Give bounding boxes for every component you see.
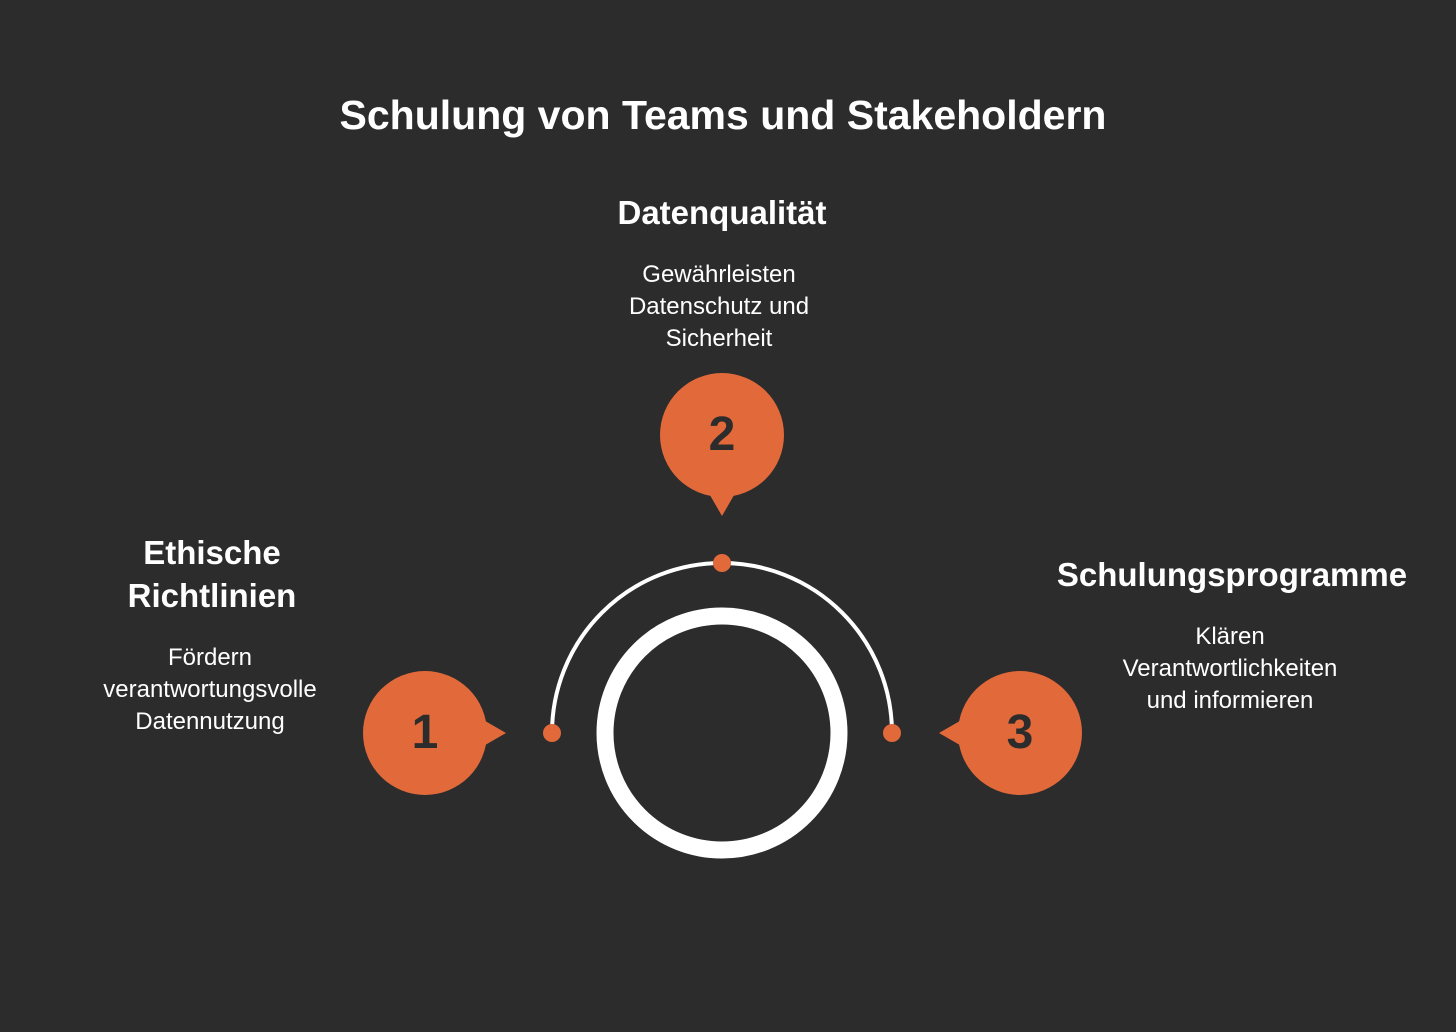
step-title-1: Ethische Richtlinien [62, 531, 362, 617]
arc-dot-3 [883, 724, 901, 742]
step-desc-1-line-1: Fördern [167, 644, 253, 671]
center-ring [596, 607, 848, 859]
step-desc-3: Klären Verantwortlichkeiten und informie… [1080, 621, 1380, 717]
step-marker-3 [939, 671, 1082, 795]
step-desc-3-line-3: und informieren [1146, 687, 1314, 714]
step-number-1: 1 [411, 706, 439, 759]
arc-dot-2 [713, 554, 731, 572]
arc-dot-1 [543, 724, 561, 742]
step-number-2: 2 [708, 408, 736, 461]
step-marker-1 [363, 671, 506, 795]
step-desc-2: Gewährleisten Datenschutz und Sicherheit [569, 259, 869, 355]
step-desc-3-line-2: Verantwortlichkeiten [1122, 655, 1338, 682]
step-desc-3-line-1: Klären [1195, 623, 1265, 650]
step-desc-2-line-2: Datenschutz und [628, 293, 810, 320]
step-title-1-line-1: Ethische [143, 534, 281, 571]
step-desc-1: Fördern verantwortungsvolle Datennutzung [60, 642, 360, 738]
diagram-title: Schulung von Teams und Stakeholdern [339, 92, 1107, 138]
step-title-3-line-1: Schulungsprogramme [1056, 556, 1408, 593]
step-title-2-line-1: Datenqualität [617, 194, 827, 231]
step-desc-1-line-3: Datennutzung [135, 708, 285, 735]
step-title-3: Schulungsprogramme [1022, 553, 1442, 596]
step-desc-2-line-1: Gewährleisten [642, 261, 796, 288]
step-marker-2 [660, 373, 784, 516]
step-desc-2-line-3: Sicherheit [665, 325, 773, 352]
step-title-2: Datenqualität [572, 191, 872, 234]
step-number-3: 3 [1006, 706, 1034, 759]
step-desc-1-line-2: verantwortungsvolle [103, 676, 317, 703]
step-title-1-line-2: Richtlinien [127, 577, 297, 614]
